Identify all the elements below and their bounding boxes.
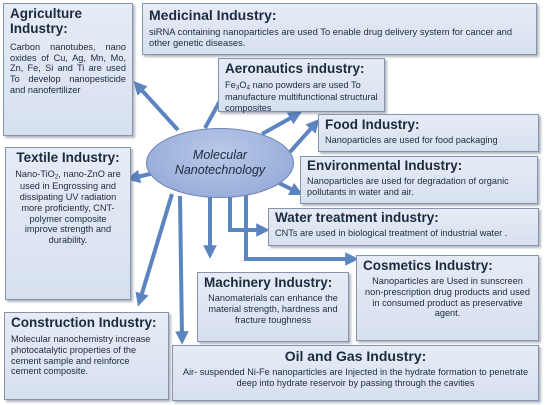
arrow-to-oil-gas — [175, 195, 189, 345]
arrow-to-cosmetics — [244, 194, 359, 266]
construction-industry-box: Construction Industry: Molecular nanoche… — [4, 312, 169, 400]
arrow-to-construction — [135, 193, 174, 307]
arrow-to-environmental — [278, 181, 304, 196]
environmental-text: Nanoparticles are used for degradation o… — [307, 175, 509, 197]
textile-text: Nano-TiO2, nano-ZnO are used in Engrossi… — [15, 168, 121, 246]
aeronautics-title: Aeronautics industry: — [225, 61, 365, 76]
agriculture-industry-box: Agriculture Industry: Carbon nanotubes, … — [3, 3, 133, 136]
molecular-nanotechnology-ellipse: Molecular Nanotechnology — [146, 128, 294, 198]
arrow-to-food — [288, 118, 320, 154]
oil-gas-industry-box: Oil and Gas Industry: Air- suspended Ni-… — [172, 345, 539, 401]
environmental-title: Environmental Industry: — [307, 158, 463, 173]
agriculture-text: Carbon nanotubes, nano oxides of Cu, Ag,… — [10, 41, 126, 96]
arrow-to-agriculture — [133, 80, 180, 132]
center-line-2: Nanotechnology — [174, 163, 266, 177]
environmental-industry-box: Environmental Industry: Nanoparticles ar… — [300, 156, 538, 204]
arrow-to-aeronautics — [261, 111, 302, 136]
oil-gas-title: Oil and Gas Industry: — [284, 348, 427, 364]
arrow-to-water — [228, 196, 270, 237]
cosmetics-text: Nanoparticles are Used in sunscreen non-… — [365, 275, 530, 319]
water-title: Water treatment industry: — [275, 210, 439, 225]
textile-title: Textile Industry: — [16, 150, 120, 165]
construction-title: Construction Industry: — [11, 315, 157, 330]
water-text: CNTs are used in biological treatment of… — [275, 227, 508, 238]
textile-industry-box: Textile Industry: Nano-TiO2, nano-ZnO ar… — [5, 147, 131, 300]
agriculture-title-line-2: Industry: — [10, 20, 68, 36]
food-text: Nanoparticles are used for food packagin… — [325, 134, 498, 145]
cosmetics-title: Cosmetics Industry: — [363, 258, 493, 273]
machinery-title: Machinery Industry: — [204, 275, 333, 290]
aeronautics-industry-box: Aeronautics industry: Fe3O4 nano powders… — [218, 58, 385, 113]
machinery-industry-box: Machinery Industry: Nanomaterials can en… — [197, 272, 349, 342]
aeronautics-text: Fe3O4 nano powders are used To manufactu… — [225, 79, 378, 113]
cosmetics-industry-box: Cosmetics Industry: Nanoparticles are Us… — [356, 255, 539, 341]
medicinal-title: Medicinal Industry: — [149, 7, 277, 23]
water-treatment-industry-box: Water treatment industry: CNTs are used … — [268, 208, 539, 246]
construction-text: Molecular nanochemistry increase photoca… — [11, 333, 151, 377]
machinery-text: Nanomaterials can enhance the material s… — [208, 292, 338, 325]
oil-gas-text: Air- suspended Ni-Fe nanoparticles are I… — [182, 367, 529, 389]
center-line-1: Molecular — [192, 148, 248, 162]
medicinal-industry-box: Medicinal Industry: siRNA containing nan… — [142, 3, 537, 55]
food-industry-box: Food Industry: Nanoparticles are used fo… — [318, 114, 539, 152]
agriculture-title-line-1: Agriculture — [10, 6, 83, 21]
food-title: Food Industry: — [325, 117, 420, 132]
agriculture-title: Agriculture Industry: — [10, 6, 126, 37]
medicinal-text: siRNA containing nanoparticles are used … — [149, 26, 513, 49]
